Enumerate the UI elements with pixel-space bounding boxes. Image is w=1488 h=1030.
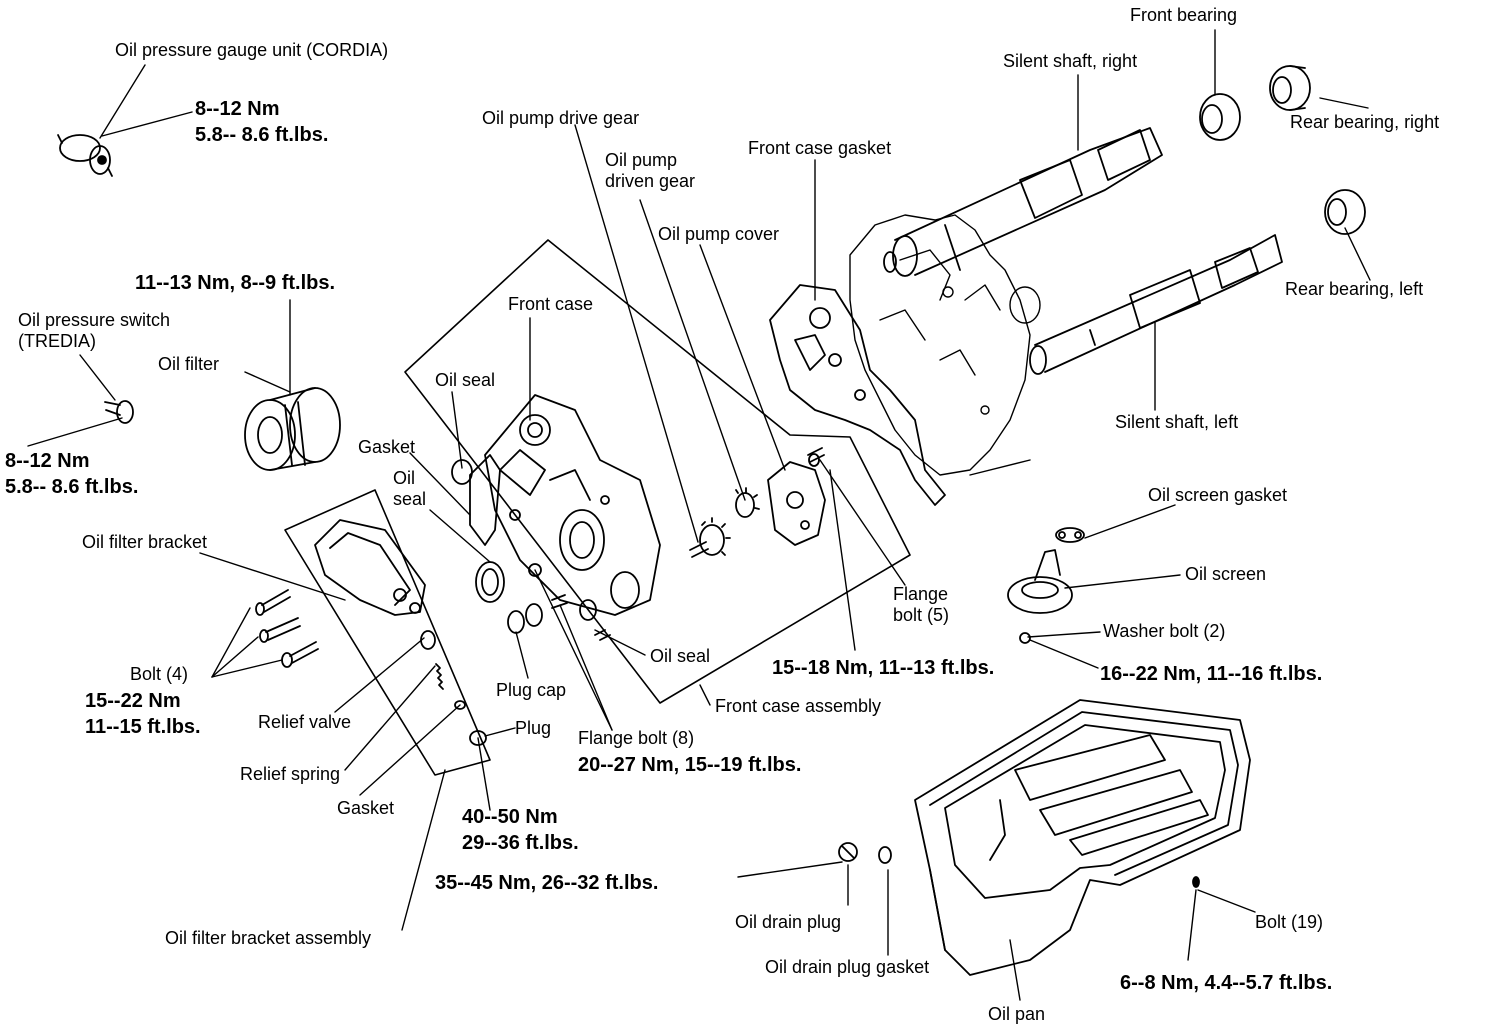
oil-filter-bracket bbox=[314, 519, 426, 616]
label-gasket-lower: Gasket bbox=[337, 798, 395, 818]
torque-plug-nm: 40--50 Nm bbox=[462, 806, 558, 828]
oil-pan-part bbox=[914, 699, 1251, 976]
label-rear-bearing-right: Rear bearing, right bbox=[1290, 112, 1440, 132]
oil-pump-driven-gear bbox=[735, 487, 760, 518]
label-oil-screen-gasket: Oil screen gasket bbox=[1148, 485, 1288, 505]
label-torque-drain: 35--45 Nm, 26--32 ft.lbs. bbox=[435, 872, 659, 894]
oil-seal-left-line1: Oil bbox=[393, 468, 415, 488]
label-torque-flange8: 20--27 Nm, 15--19 ft.lbs. bbox=[578, 754, 802, 776]
torque-switch-ft: 5.8-- 8.6 ft.lbs. bbox=[5, 476, 139, 498]
oil-seal-bottom-part bbox=[579, 599, 597, 621]
label-oil-seal-bottom: Oil seal bbox=[650, 646, 711, 666]
flange-bolt-part bbox=[551, 594, 568, 609]
oil-pump-drive-gear bbox=[689, 517, 731, 558]
label-oil-screen: Oil screen bbox=[1185, 564, 1267, 584]
label-oil-pump-cover: Oil pump cover bbox=[658, 224, 780, 244]
front-case-assembly-outline bbox=[404, 239, 911, 704]
label-silent-shaft-left: Silent shaft, left bbox=[1115, 412, 1239, 432]
silent-shaft-right-part bbox=[883, 127, 1163, 277]
oil-filter bbox=[244, 387, 341, 471]
label-flange-bolt-5: Flange bolt (5) bbox=[893, 584, 949, 626]
oil-pressure-switch-line2: (TREDIA) bbox=[18, 331, 96, 351]
oil-drain-plug-part bbox=[838, 842, 858, 862]
washer-bolt-part bbox=[1019, 632, 1031, 644]
label-oil-pan: Oil pan bbox=[988, 1004, 1046, 1024]
label-oil-filter-bracket: Oil filter bracket bbox=[82, 532, 208, 552]
label-torque-pan-bolt: 6--8 Nm, 4.4--5.7 ft.lbs. bbox=[1120, 972, 1333, 994]
label-oil-drain-plug: Oil drain plug bbox=[735, 912, 842, 932]
label-oil-seal-left: Oil seal bbox=[393, 468, 426, 510]
label-torque-plug: 40--50 Nm 29--36 ft.lbs. bbox=[462, 804, 579, 856]
label-bolt-4: Bolt (4) bbox=[130, 664, 189, 684]
oil-seal-top-part bbox=[451, 459, 473, 485]
oil-drain-plug-gasket-part bbox=[878, 846, 892, 864]
label-washer-bolt-2: Washer bolt (2) bbox=[1103, 621, 1226, 641]
torque-gauge-ft: 5.8-- 8.6 ft.lbs. bbox=[195, 124, 329, 146]
label-front-case-gasket: Front case gasket bbox=[748, 138, 892, 158]
oil-seal-left-line2: seal bbox=[393, 489, 427, 509]
leader-lines bbox=[27, 29, 1371, 1001]
front-bearing-part bbox=[1199, 93, 1241, 141]
relief-spring bbox=[435, 663, 444, 690]
label-front-case: Front case bbox=[508, 294, 594, 314]
label-oil-filter-bracket-assembly: Oil filter bracket assembly bbox=[165, 928, 372, 948]
label-front-bearing: Front bearing bbox=[1130, 5, 1238, 25]
front-case-gasket-part bbox=[769, 284, 946, 506]
bolt-19-part bbox=[1192, 876, 1200, 888]
relief-valve bbox=[420, 630, 436, 650]
oil-pressure-gauge-unit bbox=[57, 134, 113, 177]
torque-plug-ft: 29--36 ft.lbs. bbox=[462, 832, 579, 854]
flange-bolt-5-part bbox=[807, 447, 825, 463]
gasket-small bbox=[454, 700, 466, 710]
label-front-case-assembly: Front case assembly bbox=[715, 696, 882, 716]
label-torque-washer: 16--22 Nm, 11--16 ft.lbs. bbox=[1100, 663, 1323, 685]
label-oil-pump-driven-gear: Oil pump driven gear bbox=[605, 150, 695, 192]
label-oil-filter: Oil filter bbox=[158, 354, 220, 374]
label-plug: Plug bbox=[515, 718, 552, 738]
label-oil-pressure-gauge-unit: Oil pressure gauge unit (CORDIA) bbox=[115, 40, 389, 60]
label-flange-bolt-8: Flange bolt (8) bbox=[578, 728, 695, 748]
label-torque-filter: 11--13 Nm, 8--9 ft.lbs. bbox=[135, 272, 336, 294]
oil-pressure-switch bbox=[104, 400, 134, 424]
label-oil-drain-plug-gasket: Oil drain plug gasket bbox=[765, 957, 930, 977]
label-rear-bearing-left: Rear bearing, left bbox=[1285, 279, 1424, 299]
plug-part bbox=[469, 730, 487, 746]
label-relief-valve: Relief valve bbox=[258, 712, 352, 732]
label-relief-spring: Relief spring bbox=[240, 764, 341, 784]
torque-bolt4-ft: 11--15 ft.lbs. bbox=[85, 716, 201, 738]
oil-pump-driven-gear-line1: Oil pump bbox=[605, 150, 678, 170]
label-bolt-19: Bolt (19) bbox=[1255, 912, 1324, 932]
flange-bolt-5-line1: Flange bbox=[893, 584, 949, 604]
front-case bbox=[484, 394, 661, 616]
silent-shaft-left-part bbox=[1029, 234, 1283, 375]
label-plug-cap: Plug cap bbox=[496, 680, 567, 700]
oil-screen-part bbox=[1007, 549, 1073, 614]
torque-bolt4-nm: 15--22 Nm bbox=[85, 690, 181, 712]
label-torque-bolt4: 15--22 Nm 11--15 ft.lbs. bbox=[85, 688, 201, 740]
label-oil-seal-top: Oil seal bbox=[435, 370, 496, 390]
oil-filter-bracket-assembly-outline bbox=[284, 489, 491, 776]
oil-seal-left-part bbox=[475, 561, 505, 603]
plug-cap-part bbox=[528, 563, 542, 577]
rear-bearing-left-part bbox=[1324, 189, 1366, 235]
label-torque-switch: 8--12 Nm 5.8-- 8.6 ft.lbs. bbox=[5, 448, 138, 500]
label-torque-flange5: 15--18 Nm, 11--13 ft.lbs. bbox=[772, 657, 995, 679]
oil-pump-cover-part bbox=[767, 461, 826, 546]
torque-switch-nm: 8--12 Nm bbox=[5, 450, 90, 472]
flange-bolt-5-line2: bolt (5) bbox=[893, 605, 950, 625]
bolts-4 bbox=[255, 589, 319, 668]
label-oil-pump-drive-gear: Oil pump drive gear bbox=[482, 108, 640, 128]
label-torque-gauge: 8--12 Nm 5.8-- 8.6 ft.lbs. bbox=[195, 96, 328, 148]
label-oil-pressure-switch: Oil pressure switch (TREDIA) bbox=[18, 310, 170, 352]
front-case-gasket-mid bbox=[469, 454, 501, 546]
torque-gauge-nm: 8--12 Nm bbox=[195, 98, 280, 120]
oil-screen-gasket-part bbox=[1055, 527, 1085, 543]
label-silent-shaft-right: Silent shaft, right bbox=[1003, 51, 1138, 71]
label-gasket-mid: Gasket bbox=[358, 437, 416, 457]
oil-pump-driven-gear-line2: driven gear bbox=[605, 171, 696, 191]
rear-bearing-right-part bbox=[1269, 65, 1311, 111]
oil-pressure-switch-line1: Oil pressure switch bbox=[18, 310, 171, 330]
